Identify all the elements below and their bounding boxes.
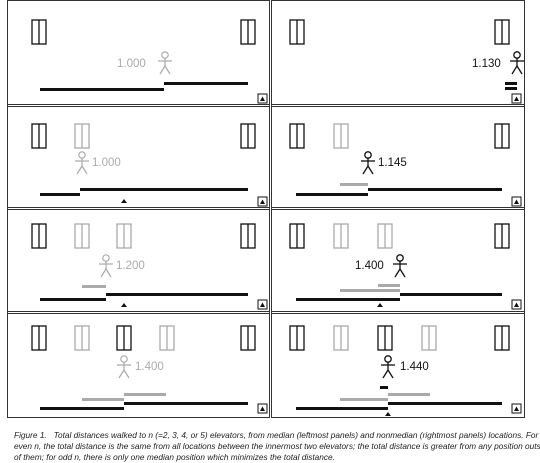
elevator-icon <box>289 223 305 249</box>
total-distance-value: 1.145 <box>378 157 407 169</box>
panel-right-1: 1.145 <box>289 123 522 207</box>
elevator-icon <box>289 325 305 351</box>
person-icon <box>393 254 407 278</box>
elevator-icon <box>159 325 175 351</box>
elevator-icon <box>74 123 90 149</box>
size-box-icon[interactable] <box>511 93 522 104</box>
person-icon <box>158 51 172 75</box>
elevator-icon <box>31 325 47 351</box>
size-box-icon[interactable] <box>511 196 522 207</box>
elevator-icon <box>289 123 305 149</box>
elevator-icon <box>494 223 510 249</box>
elevator-icon <box>377 325 393 351</box>
size-box-icon[interactable] <box>257 93 268 104</box>
total-distance-value: 1.130 <box>472 58 501 70</box>
distance-bars <box>40 393 248 410</box>
caption-line-1: Figure 1. Total distances walked to n (=… <box>14 430 538 441</box>
total-distance-value: 1.000 <box>117 58 146 70</box>
panel-right-0: 1.130 <box>289 19 524 104</box>
position-marker-icon <box>385 412 391 416</box>
caption-line-2: even n, the total distance is the same f… <box>14 441 540 451</box>
total-distance-value: 1.400 <box>135 361 164 373</box>
total-distance-value: 1.440 <box>400 361 429 373</box>
distance-bars <box>296 183 502 196</box>
panel-left-0: 1.000 <box>31 19 268 104</box>
size-box-icon[interactable] <box>257 196 268 207</box>
elevator-icon <box>494 19 510 45</box>
size-box-icon[interactable] <box>511 403 522 414</box>
elevator-icon <box>116 325 132 351</box>
total-distance-value: 1.200 <box>116 260 145 272</box>
elevator-icon <box>240 19 256 45</box>
distance-bars <box>505 82 517 90</box>
panel-left-1: 1.000 <box>31 123 268 207</box>
right-column-frame <box>271 0 525 418</box>
size-box-icon[interactable] <box>257 299 268 310</box>
panel-left-2: 1.200 <box>31 223 268 310</box>
person-icon <box>99 254 113 278</box>
panel-right-2: 1.400 <box>289 223 522 310</box>
panel-right-3: 1.440 <box>289 325 522 416</box>
person-icon <box>361 151 375 175</box>
elevator-icon <box>421 325 437 351</box>
size-box-icon[interactable] <box>257 403 268 414</box>
caption-line-3: of them; for odd n, there is only one me… <box>14 452 335 462</box>
caption-text-1: Total distances walked to n (=2, 3, 4, o… <box>53 430 539 440</box>
elevator-icon <box>74 223 90 249</box>
elevator-icon <box>31 223 47 249</box>
person-icon <box>381 355 395 379</box>
elevator-icon <box>240 223 256 249</box>
total-distance-value: 1.400 <box>355 260 384 272</box>
distance-bars <box>40 188 248 196</box>
elevator-icon <box>377 223 393 249</box>
size-box-icon[interactable] <box>511 299 522 310</box>
distance-bars <box>296 386 502 410</box>
position-marker-icon <box>121 303 127 307</box>
elevator-icon <box>74 325 90 351</box>
elevator-icon <box>333 223 349 249</box>
figure-caption: Figure 1. Total distances walked to n (=… <box>14 430 540 463</box>
position-marker-icon <box>121 199 127 203</box>
total-distance-value: 1.000 <box>92 157 121 169</box>
panel-left-3: 1.400 <box>31 325 268 414</box>
distance-bars <box>40 285 248 301</box>
caption-label: Figure 1. <box>14 430 47 440</box>
distance-bars <box>296 284 502 301</box>
elevator-icon <box>289 19 305 45</box>
left-column-frame <box>7 0 270 418</box>
elevator-icon <box>240 325 256 351</box>
elevator-icon <box>494 123 510 149</box>
elevator-icon <box>31 19 47 45</box>
person-icon <box>117 355 131 379</box>
position-marker-icon <box>377 303 383 307</box>
elevator-icon <box>116 223 132 249</box>
elevator-icon <box>333 123 349 149</box>
elevator-icon <box>333 325 349 351</box>
person-icon <box>510 51 524 75</box>
distance-bars <box>40 82 248 91</box>
elevator-icon <box>31 123 47 149</box>
person-icon <box>75 151 89 175</box>
elevator-icon <box>240 123 256 149</box>
elevator-icon <box>494 325 510 351</box>
elevator-figure-grid: 1.000 1.130 1.000 1.145 1 <box>7 0 525 418</box>
row-separators <box>8 104 524 314</box>
